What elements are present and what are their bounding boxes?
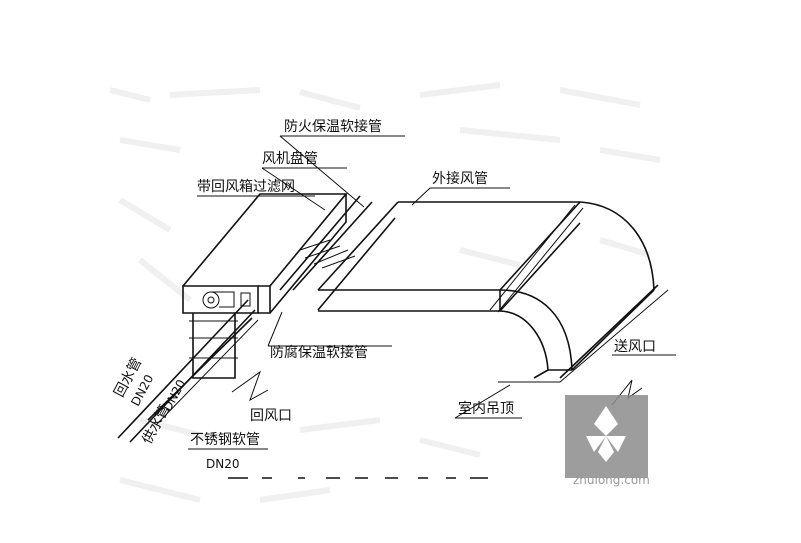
- label-ceiling: 室内吊顶: [458, 400, 514, 417]
- return-air-box: [189, 313, 238, 379]
- ceiling-line: [498, 289, 669, 383]
- label-return-outlet: 回风口: [250, 408, 292, 424]
- fire-proof-connector: [279, 195, 399, 311]
- watermark-site: zhulong.com: [573, 473, 650, 487]
- label-filter-box: 带回风箱过滤网: [197, 179, 295, 195]
- external-duct: [318, 201, 659, 379]
- label-ext-duct: 外接风管: [432, 170, 488, 187]
- fan-coil-unit: [182, 193, 348, 314]
- label-supply-outlet: 送风口: [614, 339, 656, 355]
- label-anti-corr: 防腐保温软接管: [270, 344, 368, 361]
- label-ss-hose: 不锈钢软管: [190, 432, 260, 448]
- fan-icon: [202, 291, 220, 309]
- label-fan-coil: 风机盘管: [262, 150, 318, 167]
- leader-lines: [188, 135, 676, 450]
- water-pipes: [117, 299, 259, 443]
- watermark-logo: zhulong.com: [565, 395, 650, 487]
- label-fire-conn: 防火保温软接管: [284, 118, 382, 135]
- background-ghost-strokes: [109, 82, 661, 503]
- return-air-arrow: [231, 370, 643, 406]
- label-ss-hose-size: DN20: [206, 457, 240, 471]
